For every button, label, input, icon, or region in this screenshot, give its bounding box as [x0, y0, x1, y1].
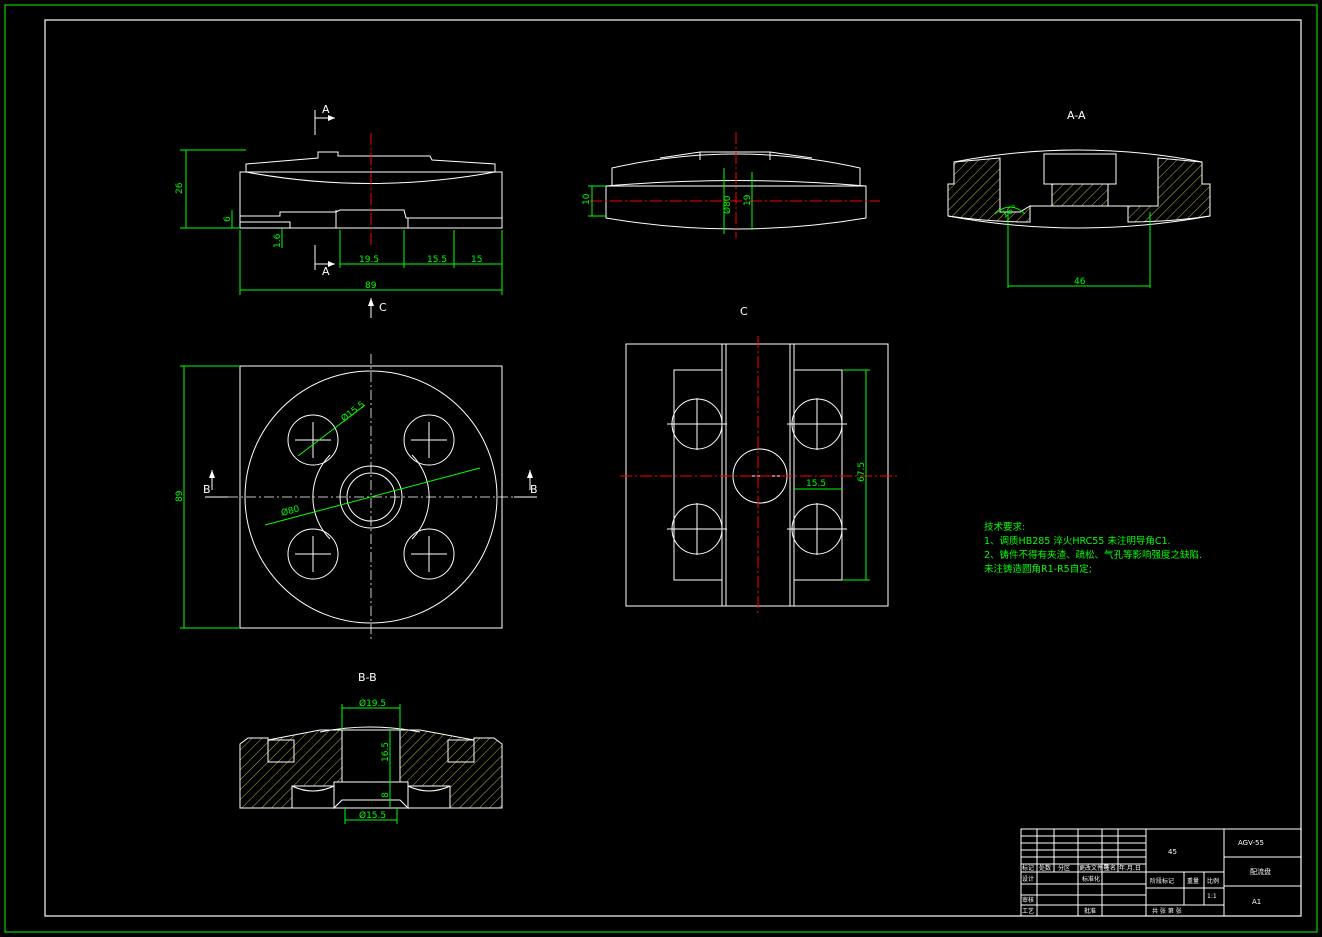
- dim-side-dia80: Ø80: [722, 195, 733, 214]
- section-aa-view: A-A 46 16°: [947, 109, 1211, 288]
- dim-front-step: 6: [223, 216, 233, 222]
- dim-bb-dia155: Ø15.5: [359, 810, 386, 821]
- tb-weight: 重量: [1187, 877, 1199, 885]
- dim-c-w155: 15.5: [806, 479, 826, 489]
- tb-h-date: 年.月.日: [1119, 864, 1141, 872]
- technical-notes: 技术要求: 1、调质HB285 淬火HRC55 未注明导角C1. 2、铸件不得有…: [984, 521, 1202, 575]
- dim-bb-dia195: Ø19.5: [359, 698, 386, 709]
- dim-c-h675: 67.5: [857, 462, 867, 482]
- dim-front-w1: 19.5: [359, 255, 379, 265]
- dim-top-side89: 89: [175, 490, 185, 502]
- notes-line1: 1、调质HB285 淬火HRC55 未注明导角C1.: [984, 535, 1171, 547]
- section-bb-view: B-B Ø19.5 16.5 8 Ø15.5: [239, 671, 503, 824]
- dim-front-height: 26: [175, 182, 185, 194]
- view-c: C 67.5 15.5: [620, 305, 898, 614]
- outer-border: [4, 4, 1318, 933]
- view-c-label: C: [740, 305, 748, 318]
- tb-approve: 批准: [1084, 907, 1096, 915]
- dim-top-dia80: Ø80: [280, 503, 301, 518]
- view-c-arrow-label: C: [379, 301, 387, 314]
- dim-top-dia155: Ø15.5: [339, 399, 367, 424]
- side-view: 10 Ø80 19: [582, 132, 880, 238]
- tb-sheets: 共 张 第 张: [1152, 907, 1182, 915]
- tb-h-count: 处数: [1039, 864, 1051, 872]
- cut-a-top-label: A: [322, 103, 330, 116]
- tb-stage-mark: 阶段标记: [1150, 877, 1174, 885]
- tb-part-name: 配流盘: [1250, 867, 1271, 876]
- tb-design: 设计: [1022, 875, 1034, 883]
- dim-front-total: 89: [365, 281, 377, 291]
- tb-material: 45: [1168, 848, 1177, 856]
- tb-standardize: 标准化: [1082, 875, 1100, 883]
- tb-h-zone: 分区: [1058, 864, 1070, 872]
- top-view: B B 89 Ø15.5 Ø80: [175, 354, 538, 640]
- tb-scale: 比例: [1207, 877, 1219, 885]
- dim-side-h19: 19: [743, 194, 753, 206]
- cut-b-right-label: B: [530, 483, 538, 496]
- cut-a-bottom-label: A: [322, 265, 330, 278]
- title-block: 45 AGV-55 配流盘 A1 标记 处数 分区 更改文件号 签名 年.月.日…: [1020, 828, 1302, 917]
- tb-sheet-size: A1: [1252, 898, 1261, 906]
- dim-bb-h8: 8: [381, 792, 391, 798]
- cut-b-left-label: B: [203, 483, 211, 496]
- dim-front-w3: 15: [471, 255, 482, 265]
- tb-scale-value: 1:1: [1207, 893, 1217, 900]
- tb-h-docno: 更改文件号: [1079, 864, 1109, 872]
- section-bb-label: B-B: [358, 671, 377, 684]
- inner-border: [44, 19, 1302, 917]
- front-view: A A 26 6 1.6 19.5 15.5 15 89 C: [175, 103, 503, 318]
- tb-review: 审核: [1022, 896, 1034, 904]
- tb-drawing-no: AGV-55: [1238, 839, 1264, 847]
- notes-title: 技术要求:: [984, 521, 1025, 533]
- dim-front-groove-depth: 1.6: [273, 233, 283, 248]
- tb-h-sign: 签名: [1104, 864, 1116, 872]
- tb-h-mark: 标记: [1022, 864, 1034, 872]
- dim-side-h10: 10: [582, 193, 592, 205]
- notes-line3: 未注铸造圆角R1-R5自定;: [984, 563, 1092, 575]
- notes-line2: 2、铸件不得有夹渣、疏松、气孔等影响强度之缺陷.: [984, 549, 1202, 561]
- dim-aa-w46: 46: [1074, 277, 1086, 287]
- section-aa-label: A-A: [1067, 109, 1086, 122]
- dim-bb-h165: 16.5: [381, 742, 391, 762]
- tb-process: 工艺: [1022, 907, 1034, 915]
- dim-front-w2: 15.5: [427, 255, 447, 265]
